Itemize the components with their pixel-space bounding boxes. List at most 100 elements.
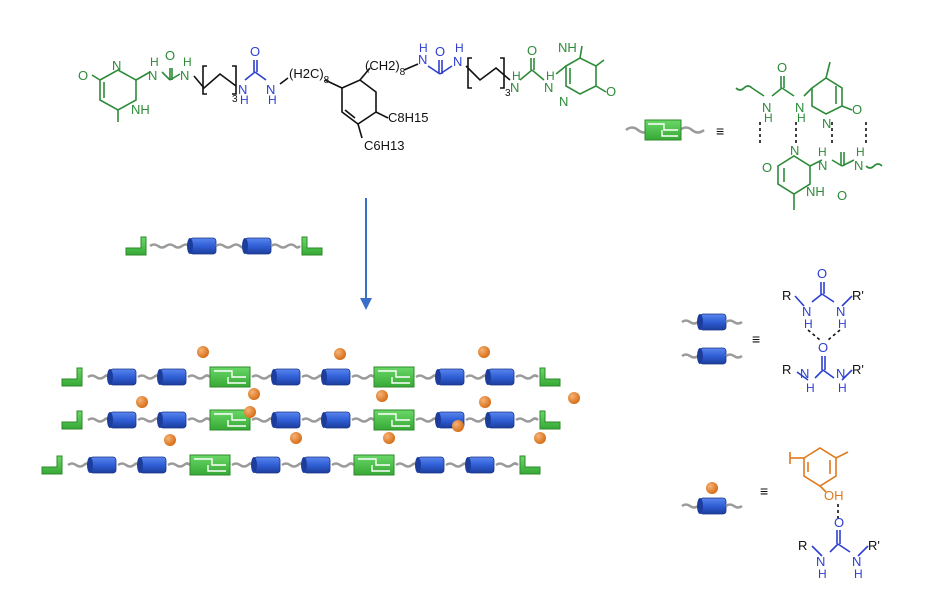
phenol-urea-r: R [798,538,807,553]
upy-end-block [61,367,83,387]
phenol-bead [376,390,388,402]
right-upy-unit [519,45,607,95]
spacer-chain [137,417,161,423]
right-upy-n-ring: N [559,94,568,109]
spacer-chain [251,374,275,380]
left-upy-n-a: N [148,68,157,83]
left-linker [193,60,267,95]
right-linker-h2: H [455,41,464,55]
core-right-chain: (CH2)8 [365,58,406,78]
urea-block [137,456,167,474]
urea-block [107,368,137,386]
dimer-bottom-n1: N [818,158,827,173]
phenol-urea-n2: N [852,554,861,569]
upy-dimer-legend: ≡ N H O [625,60,883,210]
dimer-top-h1: H [764,111,773,125]
upy-end-block [61,410,83,430]
upy-pair-block [209,366,251,388]
spacer-chain [495,462,519,468]
dimer-top-n2: N [795,100,804,115]
left-upy-nh-ring: NH [131,102,150,117]
urea-top-h2: H [838,317,847,331]
upy-pair-block [209,409,251,431]
left-linker-o: O [250,44,260,59]
spacer-chain [725,353,743,359]
spacer-chain [351,374,375,380]
spacer-chain [465,417,489,423]
urea-block [435,368,465,386]
urea-top-o: O [817,266,827,281]
urea-pair-structure [794,282,853,381]
left-upy-n-b: N [180,68,189,83]
spacer-chain [87,374,111,380]
phenol-bead [164,434,176,446]
right-linker-subscript: 3 [505,88,511,99]
upy-end-block [539,410,561,430]
phenol-urea-o: O [834,515,844,530]
urea-top-h1: H [804,317,813,331]
urea-block [465,456,495,474]
phenol-bead [479,396,491,408]
spacer-chain [117,462,141,468]
phenol-urea-symbol [681,482,743,515]
equivalence-symbol-phenol: ≡ [760,483,768,499]
phenol-additives [136,346,580,446]
dimer-top-n1: N [762,100,771,115]
spacer-chain [515,374,539,380]
spacer-chain [167,462,191,468]
phenol-bead [478,346,490,358]
upy-pair-block [189,454,231,476]
urea-bottom-r-prime: R' [852,362,864,377]
phenol-urea-h2: H [854,567,863,581]
urea-top-n1: N [802,304,811,319]
left-upy-n-ring: N [112,58,121,73]
phenol-bead [534,432,546,444]
urea-block [301,456,331,474]
dimer-bottom-n2: N [854,158,863,173]
urea-bottom-n2: N [836,366,845,381]
phenol-bead [452,420,464,432]
dimer-bottom-o: O [762,160,772,175]
phenol-structure [789,447,849,493]
main-molecule: O N NH N H O N H 3 N H O N H [78,40,616,153]
spacer-chain [301,417,325,423]
left-linker-n2: N [266,82,275,97]
phenol-bead [334,348,346,360]
phenol-bead [197,346,209,358]
spacer-chain [87,417,111,423]
left-upy-h-b: H [183,55,192,69]
phenol-bead [568,392,580,404]
right-linker-n: N [418,52,427,67]
urea-block [157,411,187,429]
right-upy-h-a: H [512,69,521,83]
phenol-bead [290,432,302,444]
equivalence-symbol-urea: ≡ [752,331,760,347]
right-linker-n2: N [453,54,462,69]
urea-block [321,411,351,429]
core-substituent-c8: C8H15 [388,110,428,125]
core-substituent-c6: C6H13 [364,138,404,153]
right-upy-o: O [606,84,616,99]
urea-block [187,237,217,255]
upy-end-block [125,236,147,256]
spacer-chain [149,243,191,249]
spacer-chain [725,319,743,325]
phenol-oh: OH [824,488,844,503]
urea-bottom-h2: H [838,381,847,395]
phenol-bead [383,432,395,444]
spacer-chain [331,462,355,468]
phenol-bead [706,482,718,494]
urea-bottom-r: R [782,362,791,377]
urea-top-r-prime: R' [852,288,864,303]
right-upy-nh-ring: NH [558,40,577,55]
upy-pair-block [373,409,415,431]
spacer-chain [515,417,539,423]
assembly-rows [41,366,561,476]
cyclohexene-core [279,63,419,139]
phenol-bead [248,388,260,400]
dimer-bottom-n-ring: N [790,143,799,158]
urea-bottom-n1: N [800,366,809,381]
upy-pair-block [353,454,395,476]
spacer-chain [301,374,325,380]
